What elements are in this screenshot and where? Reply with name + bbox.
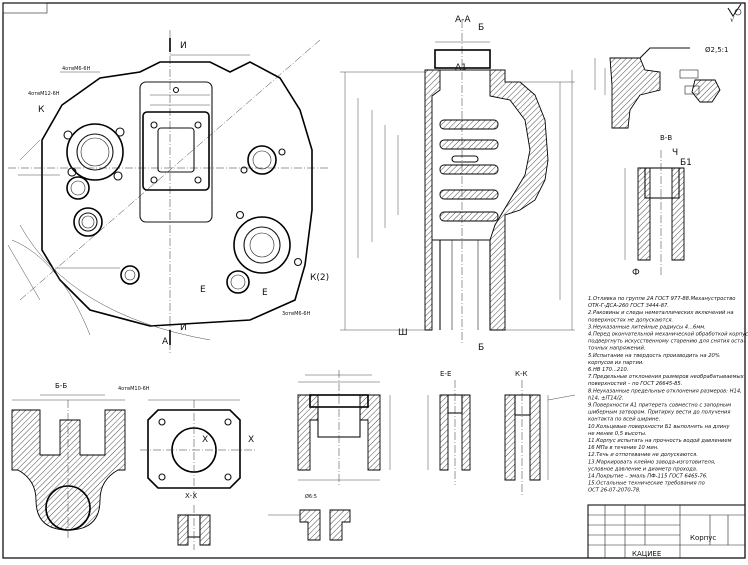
title-block: КАЦИЕЕ Корпус (587, 504, 746, 559)
note-line: не менее 0,5 высоты. (588, 431, 647, 437)
note-line: поверхностях не допускаются. (588, 317, 673, 323)
technical-notes: 1.Отливка по группе 2А ГОСТ 977-88.Механ… (587, 296, 748, 494)
note-line: 8.Неуказанные предельные отклонения разм… (588, 388, 742, 394)
note-line: 12.Течь и отпотевание не допускаются. (588, 452, 698, 458)
roughness-symbol: √ (727, 3, 742, 24)
thread-callout-4: 4отвМ10-6Н (118, 386, 150, 392)
note-line: 7.Предельные отклонения размеров необраб… (588, 374, 745, 380)
section-bb-bottom: Б-Б (11, 382, 126, 540)
section-ee-view: Е-Е (427, 370, 471, 485)
surface-b1-label: Б1 (680, 158, 692, 168)
note-line: 5.Испытание на твердость производить на … (588, 353, 720, 359)
section-center-bottom: Ø6:5 (268, 370, 391, 541)
cut-label-f: Ф (632, 268, 640, 278)
note-line: ОСТ 26-07-2070-78. (588, 488, 641, 494)
thread-callout-3: 3отвМ6-6Н (282, 311, 311, 317)
note-line: 4.Перед окончательной механической обраб… (588, 332, 748, 338)
section-kk-view: К-К (504, 370, 576, 495)
note-line: 11.Корпус испытать на прочность водой да… (588, 438, 732, 444)
corner-stamp (2, 2, 48, 14)
view-k-label: К(2) (310, 273, 329, 283)
cut-label-i: И (180, 41, 187, 51)
note-line: 3.Неуказанные литейные радиусы 4...6мм. (588, 324, 706, 330)
note-line: корпусов из партии. (588, 360, 644, 366)
cut-label-a: А (162, 337, 169, 347)
main-view: А И К Е Е К(2) И 4отвМ6-6Н 4отвМ12-6Н 3о… (7, 30, 330, 355)
section-aa-view: А-А Б А1 (340, 15, 575, 353)
cut-label-ch: Ч (672, 148, 678, 158)
note-line: точных напряжений. (588, 346, 646, 352)
note-line: ОТК-Г-ДСА-260 ГОСТ 3444-87. (588, 303, 669, 309)
note-line: условное давление и диаметр прохода. (587, 466, 698, 472)
note-line: h14, ±IT14/2. (588, 395, 624, 401)
detail-scale-label: Ø2,5:1 (705, 46, 728, 54)
title-block-code: КАЦИЕЕ (632, 550, 661, 558)
section-vv-title: В-В (660, 134, 672, 142)
note-line: 10.Кольцевые поверхности Б1 выполнять на… (588, 424, 730, 430)
note-line: 14.Покрытие – эмаль ПФ-115 ГОСТ 6465-76. (588, 474, 708, 480)
flange-view-bottom: 4отвМ10-6Н Х Х (118, 386, 255, 500)
cut-label-k: К (38, 105, 45, 115)
section-aa-title: А-А (455, 15, 471, 25)
note-line: 16 МПа в течение 10 мин. (588, 445, 659, 451)
cut-label-e: Е (200, 285, 206, 295)
section-hh-view: Х-Х (177, 492, 211, 550)
detail-gost-label: Ø6:5 (305, 493, 317, 500)
section-ee-title: Е-Е (440, 370, 451, 378)
section-kk-title: К-К (515, 370, 527, 378)
note-line: 1.Отливка по группе 2А ГОСТ 977-88.Механ… (588, 296, 735, 302)
note-line: поверхностей – по ГОСТ 26645-85. (588, 381, 682, 387)
title-block-part-name: Корпус (690, 534, 716, 542)
section-vv-right: В-В Б1 Ч Ф (624, 134, 692, 278)
detail-view-top-right: Ø2,5:1 (594, 46, 728, 129)
cut-label-x: Х (202, 435, 208, 445)
cut-label-i2: И (180, 323, 187, 333)
note-line: шиберным затвором. Притирку вести до пол… (588, 410, 730, 416)
cut-label-e2: Е (262, 288, 268, 298)
cut-label-b-bottom: Б (478, 343, 484, 353)
note-line: 13.Маркировать клеймо завода-изготовител… (588, 459, 716, 465)
note-line: 6.НВ 170...210. (588, 367, 628, 373)
cut-label-x2: Х (248, 435, 254, 445)
note-line: контакта по всей ширине. (588, 417, 660, 423)
thread-callout-1: 4отвМ6-6Н (62, 66, 91, 72)
roughness-mark: √ (730, 16, 735, 24)
note-line: 9.Поверхности А1 притереть совместно с з… (588, 403, 731, 409)
note-line: подвергнуть искусственному старению для … (588, 339, 745, 345)
note-line: 2.Раковины и следы неметаллических включ… (588, 310, 734, 316)
section-hh-title: Х-Х (185, 492, 197, 500)
cut-label-sh: Ш (398, 328, 408, 338)
thread-callout-2: 4отвМ12-6Н (28, 91, 60, 97)
note-line: 15.Остальные технические требования по (588, 481, 705, 487)
surface-a1-label: А1 (455, 63, 467, 73)
section-b-mark: Б (478, 23, 484, 33)
section-bb-bottom-title: Б-Б (55, 382, 67, 390)
